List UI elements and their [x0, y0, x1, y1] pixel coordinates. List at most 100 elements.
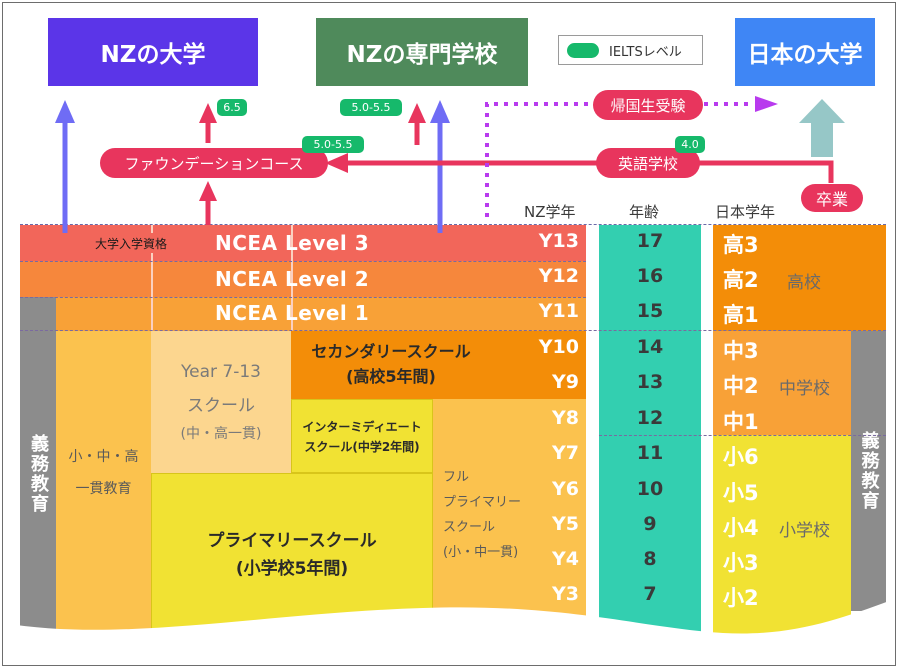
japan-middle-label: 中学校	[779, 379, 830, 399]
ncea-level1-label: NCEA Level 1	[215, 301, 370, 325]
nz-year-cell: Y8	[552, 407, 579, 429]
age-cell: 8	[643, 548, 657, 570]
age-cell: 16	[636, 265, 664, 287]
nz-year-header: NZ学年	[524, 203, 576, 221]
age-cell: 10	[636, 478, 664, 500]
age-cell: 17	[636, 230, 664, 252]
compulsory-education-left: 義務教育	[20, 297, 56, 651]
integrated-school-block	[56, 331, 151, 651]
ncea-level2-row	[20, 261, 586, 297]
full-primary-line4: (小・中一貫)	[443, 545, 519, 560]
primary-sub: (小学校5年間)	[235, 559, 349, 579]
japan-year-cell: 小4	[723, 516, 759, 540]
intermediate-school-text: インターミディエート スクール(中学2年間)	[291, 417, 433, 457]
japan-elem-block	[713, 435, 851, 651]
secondary-school-text: セカンダリースクール (高校5年間)	[291, 339, 491, 389]
ielts-legend: IELTSレベル	[558, 35, 703, 65]
full-primary-line1: フル	[443, 470, 470, 485]
age-cell: 7	[643, 583, 657, 605]
flow-arrows	[55, 96, 845, 233]
intermediate-school-block	[291, 399, 433, 473]
integrated-line1: 小・中・高	[68, 449, 139, 465]
age-cell: 9	[643, 513, 657, 535]
japan-elem-label: 小学校	[779, 521, 830, 541]
column-divider	[291, 225, 293, 331]
japan-year-header: 日本学年	[715, 203, 776, 221]
full-primary-line3: スクール	[443, 520, 496, 535]
ncea-level2-label: NCEA Level 2	[215, 267, 370, 291]
nz-vocational-box: NZの専門学校	[316, 18, 528, 86]
japan-year-cell: 高3	[723, 233, 759, 257]
intermediate-name: インターミディエート	[302, 420, 422, 434]
ielts-foundation-badge: 5.0-5.5	[302, 136, 364, 153]
full-primary-text: フル プライマリー スクール (小・中一貫)	[443, 465, 533, 565]
row-divider	[20, 297, 586, 298]
graduation-pill: 卒業	[801, 184, 863, 212]
row-divider	[20, 224, 886, 225]
returnee-exam-pill: 帰国生受験	[593, 90, 703, 120]
nz-year-cell: Y12	[538, 265, 579, 287]
age-header: 年齢	[629, 203, 660, 221]
japan-high-block	[713, 225, 886, 331]
japan-high-label: 高校	[787, 273, 821, 293]
year713-school-text: Year 7-13 スクール (中・高一貫)	[151, 355, 291, 445]
nz-year-cell: Y11	[538, 300, 579, 322]
secondary-name: セカンダリースクール	[311, 342, 471, 361]
nz-year-cell: Y9	[552, 371, 579, 393]
age-cell: 15	[636, 300, 664, 322]
age-cell: 11	[636, 442, 664, 464]
legend-label: IELTSレベル	[609, 44, 682, 60]
secondary-sub: (高校5年間)	[346, 367, 436, 386]
year713-school-block	[151, 331, 291, 473]
japan-middle-block	[713, 331, 851, 435]
ncea-level3-label: NCEA Level 3	[215, 231, 370, 255]
japan-year-cell: 高1	[723, 303, 759, 327]
nz-year-cell: Y7	[552, 442, 579, 464]
japan-year-cell: 中3	[723, 339, 759, 363]
intermediate-sub: スクール(中学2年間)	[304, 440, 420, 454]
ielts-vocational-badge: 5.0-5.5	[340, 99, 402, 116]
column-divider	[151, 225, 153, 331]
primary-school-text: プライマリースクール (小学校5年間)	[151, 527, 433, 583]
japan-year-cell: 中1	[723, 410, 759, 434]
age-cell: 13	[636, 371, 664, 393]
nz-university-box: NZの大学	[48, 18, 258, 86]
nz-year-cell: Y13	[538, 230, 579, 252]
nz-year-cell: Y3	[552, 583, 579, 605]
japan-year-cell: 小5	[723, 481, 759, 505]
full-primary-line2: プライマリー	[443, 495, 522, 510]
ielts-language-school-badge: 4.0	[675, 136, 705, 153]
primary-name: プライマリースクール	[207, 531, 377, 551]
language-school-pill: 英語学校	[596, 148, 700, 178]
japan-university-box: 日本の大学	[735, 18, 875, 86]
compulsory-label-left: 義務教育	[28, 434, 49, 514]
japan-year-cell: 小3	[723, 551, 759, 575]
year713-line1: Year 7-13	[181, 362, 261, 382]
nz-year-cell: Y5	[552, 513, 579, 535]
wave-cut	[3, 598, 895, 665]
secondary-school-block	[291, 331, 586, 399]
legend-swatch	[567, 42, 599, 58]
ncea-level1-row	[20, 297, 586, 331]
japan-year-cell: 小6	[723, 445, 759, 469]
nz-year-cell: Y10	[538, 336, 579, 358]
age-cell: 14	[636, 336, 664, 358]
nz-year-cell: Y4	[552, 548, 579, 570]
japan-year-cell: 小2	[723, 586, 759, 610]
entrance-qualification-label: 大学入学資格	[93, 233, 170, 253]
year713-line2: スクール	[187, 396, 255, 416]
integrated-line2: 一貫教育	[75, 481, 132, 497]
row-divider	[599, 435, 886, 436]
integrated-school-text: 小・中・高 一貫教育	[56, 441, 151, 505]
year713-line3: (中・高一貫)	[180, 426, 262, 442]
ielts-university-badge: 6.5	[217, 99, 247, 116]
japan-year-cell: 中2	[723, 374, 759, 398]
nz-year-cell: Y6	[552, 478, 579, 500]
age-cell: 12	[636, 407, 664, 429]
row-divider	[20, 261, 586, 262]
age-column	[599, 225, 701, 651]
japan-year-cell: 高2	[723, 268, 759, 292]
compulsory-label-right: 義務教育	[858, 431, 880, 511]
compulsory-education-right: 義務教育	[851, 331, 886, 611]
